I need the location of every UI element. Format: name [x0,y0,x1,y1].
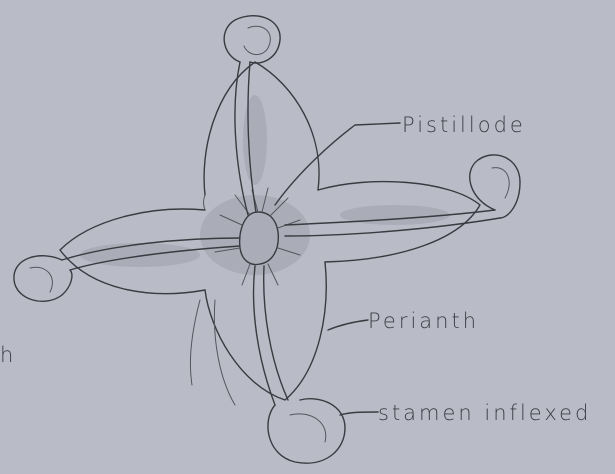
perianth-lower-edge-2 [214,300,235,405]
left-lobe-join [204,195,206,210]
edge-label-fragment: h [0,343,16,367]
left-anther [14,256,72,302]
bottom-stamen-filament-2 [264,266,288,400]
top-petal-shading [243,95,267,185]
top-anther-inner [244,26,270,54]
pistillode-label: Pistillode [402,113,526,137]
top-anther [224,16,280,63]
stamen-label: stamen inflexed [378,401,591,425]
perianth-lower-edge [190,300,200,385]
stamen-leader [340,412,378,415]
bottom-anther [268,399,345,463]
right-anther-inner [492,168,509,198]
bottom-anther-inner [290,414,326,442]
perianth-leader [328,320,368,330]
pistillode-leader [275,123,400,205]
left-anther-inner [30,267,52,292]
perianth-label: Perianth [368,309,479,333]
